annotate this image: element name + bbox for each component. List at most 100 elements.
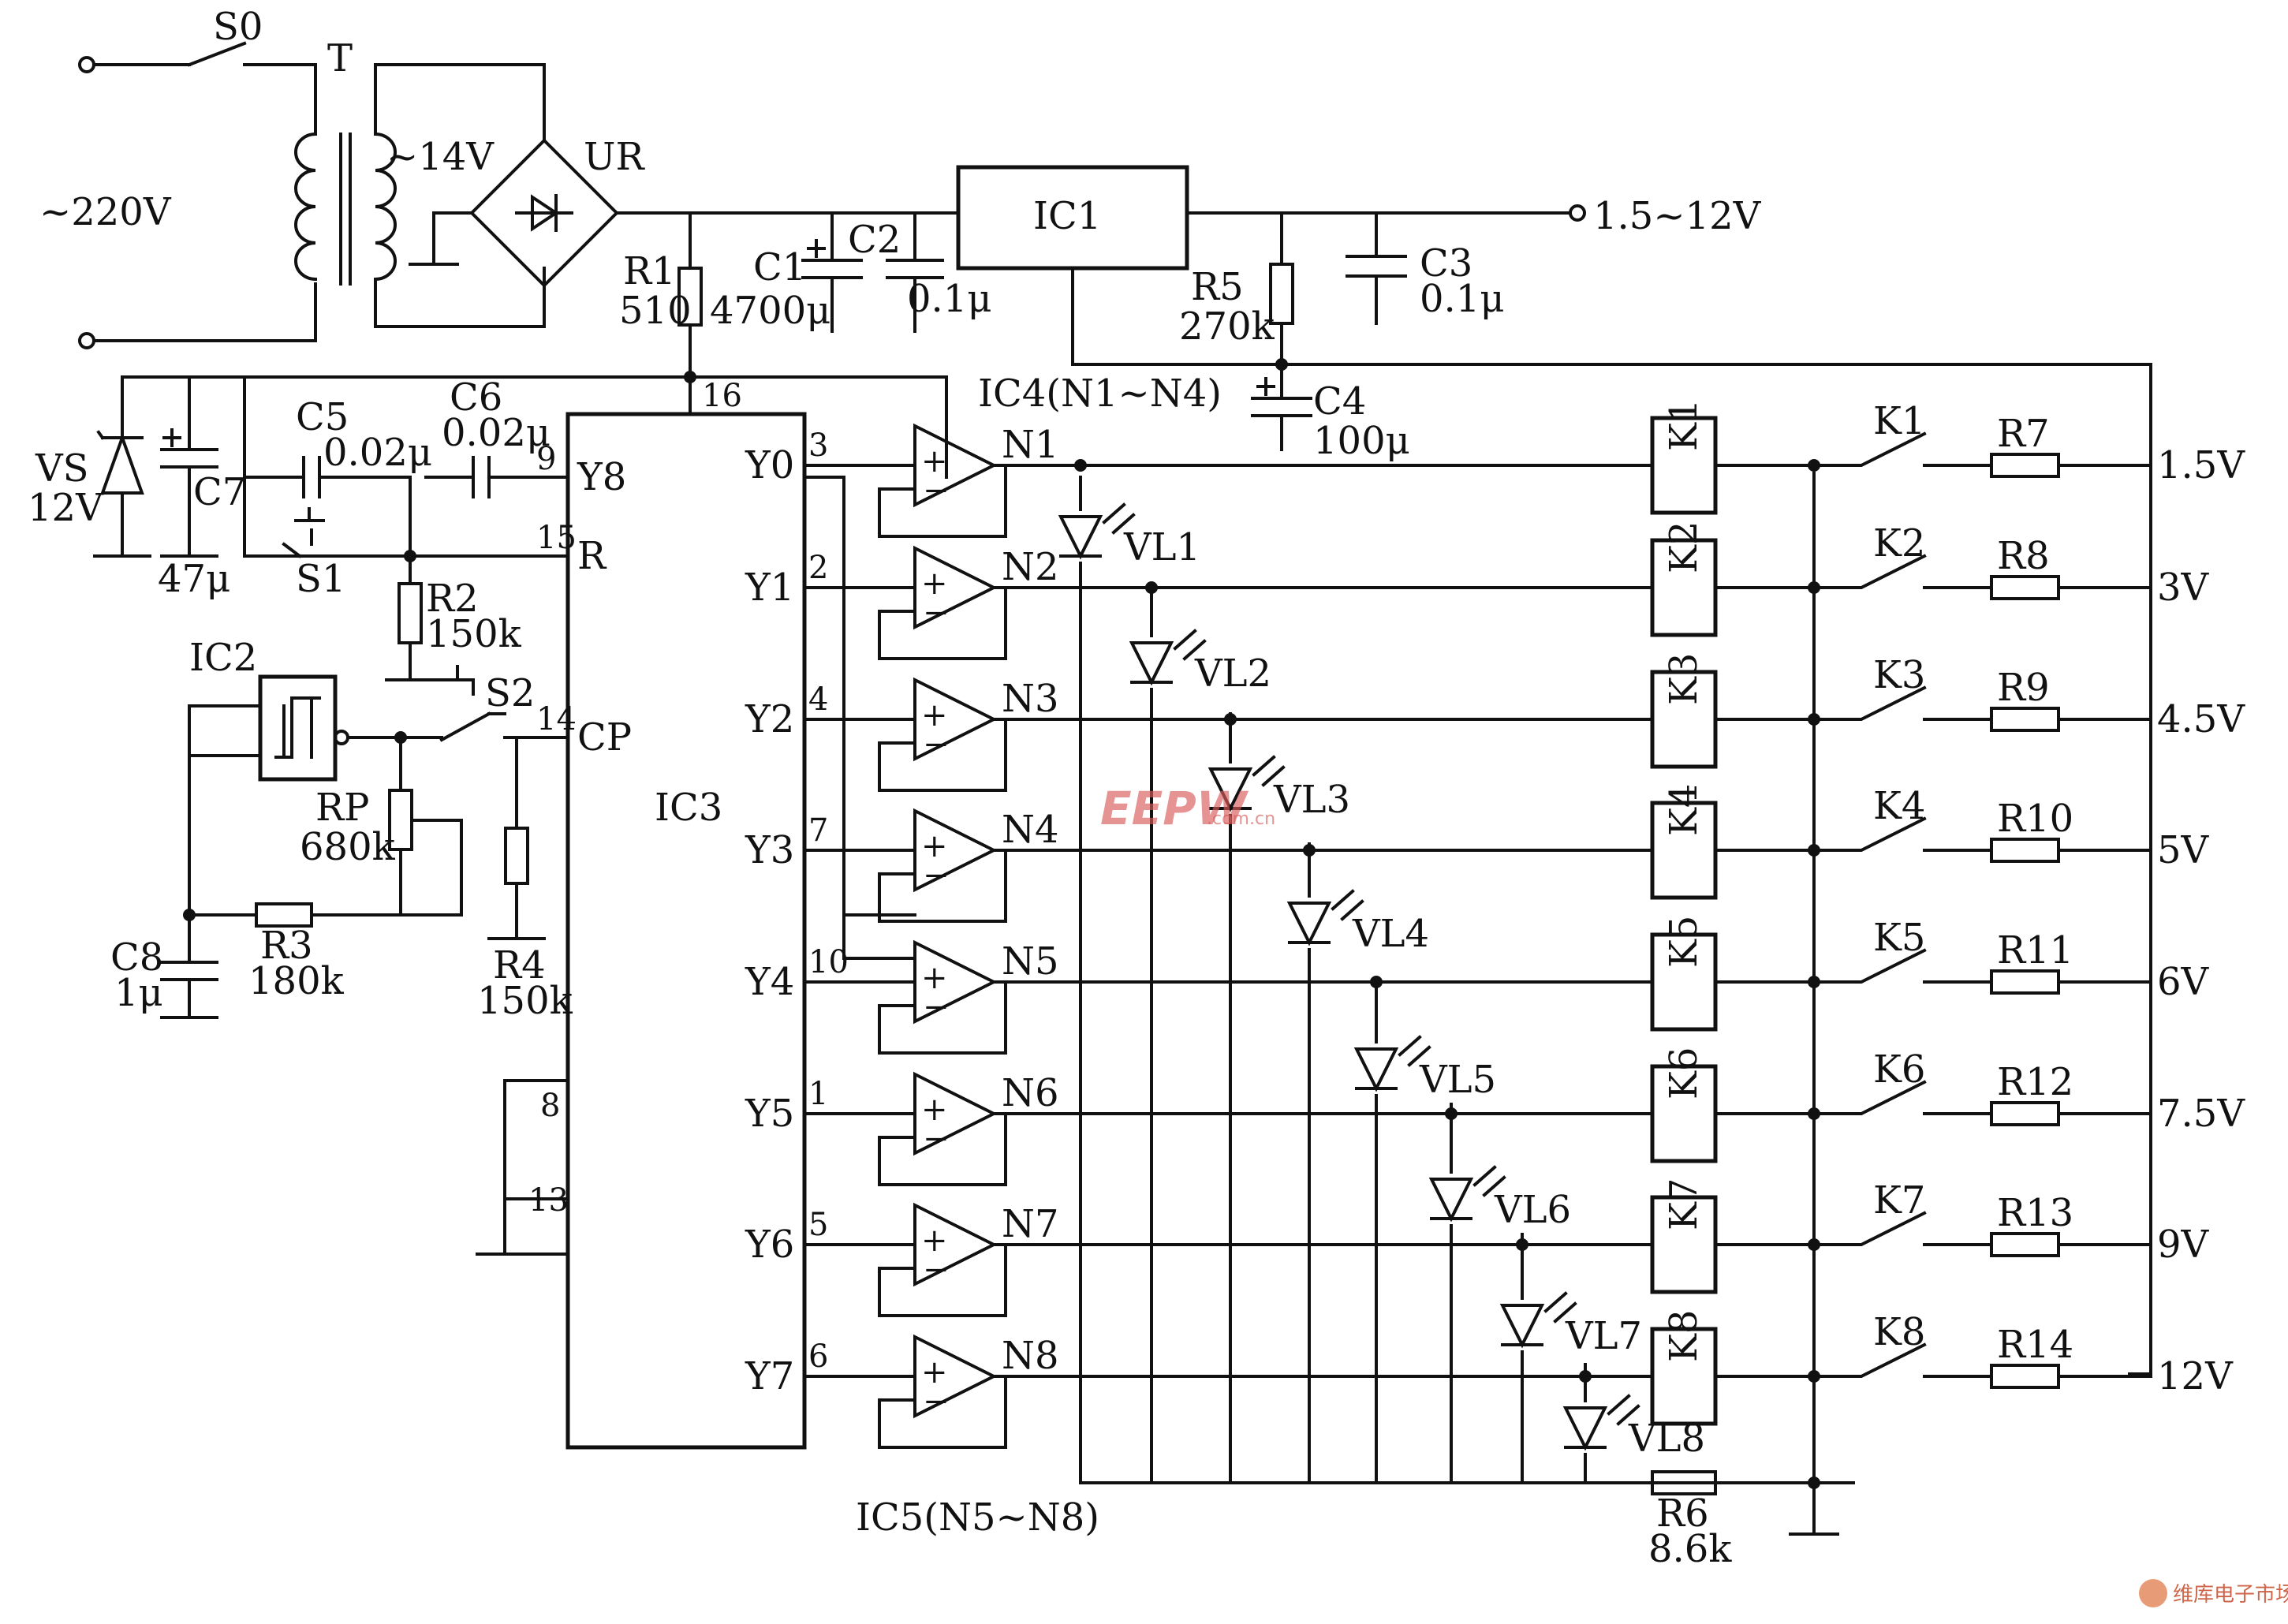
label-r7: R7 xyxy=(1997,412,2050,456)
contact-k8 xyxy=(1812,1342,1993,1378)
label-mains: ~220V xyxy=(39,190,172,234)
contact-k7 xyxy=(1812,1211,1993,1246)
watermark-corner-text: 维库电子市场网 xyxy=(2173,1583,2288,1607)
label-IC3: IC3 xyxy=(655,786,722,830)
opamp-plus-sign: + xyxy=(921,1092,948,1128)
opamp-n4 xyxy=(913,808,998,893)
ic3-output-y4: Y4 xyxy=(745,960,794,1004)
opamp-plus-sign: + xyxy=(921,828,948,864)
watermark-eepw-sub: .com.cn xyxy=(1207,809,1275,829)
ic3-body xyxy=(565,412,807,1450)
resistor-r13 xyxy=(1990,1232,2060,1257)
led-vl3: VL3 xyxy=(1207,755,1350,822)
relay-k6 xyxy=(1650,1064,1718,1163)
ic3-output-y6: Y6 xyxy=(745,1223,794,1267)
capacitor-C7 xyxy=(160,428,218,469)
watermark-eepw-text: EEPW xyxy=(1100,782,1249,835)
led-emission-arrows xyxy=(1252,755,1286,787)
opamp-plus-sign: + xyxy=(921,443,948,480)
opamp-plus-sign: + xyxy=(921,960,948,996)
label-vl8: VL8 xyxy=(1628,1417,1705,1461)
ic3-input-r: R xyxy=(577,534,607,578)
ic3-pin-2: 2 xyxy=(808,550,828,586)
label-C7: C7 xyxy=(193,470,246,514)
resistor-R2 xyxy=(398,582,423,644)
opamp-plus-sign: + xyxy=(921,566,948,602)
opamp-n3 xyxy=(913,677,998,762)
led-vl2: VL2 xyxy=(1129,629,1271,696)
label-vl5: VL5 xyxy=(1419,1058,1496,1102)
label-R3-value: 180k xyxy=(248,959,345,1003)
resistor-r8 xyxy=(1990,575,2060,600)
led-vl7: VL7 xyxy=(1499,1291,1642,1358)
label-voltage-2: 3V xyxy=(2157,566,2210,610)
switch-S1 xyxy=(282,507,325,558)
relay-k3 xyxy=(1650,670,1718,769)
label-R5: R5 xyxy=(1191,265,1244,309)
label-RP: RP xyxy=(315,786,369,830)
led-emission-arrows xyxy=(1607,1394,1640,1426)
led-emission-arrows xyxy=(1543,1291,1577,1323)
label-relay-k2: K2 xyxy=(1662,521,1706,573)
label-RP-value: 680k xyxy=(300,825,396,869)
label-n2: N2 xyxy=(1002,545,1059,589)
opamp-minus-sign: − xyxy=(923,989,950,1025)
watermark-corner: 维库电子市场网 xyxy=(2139,1579,2288,1607)
ic3-pin-6: 6 xyxy=(808,1338,828,1375)
label-r9: R9 xyxy=(1997,666,2050,710)
contact-k5 xyxy=(1812,948,1993,984)
led-emission-arrows xyxy=(1472,1165,1506,1197)
label-voltage-4: 5V xyxy=(2157,828,2210,872)
resistor-r9 xyxy=(1990,707,2060,732)
label-IC5: IC5(N5~N8) xyxy=(856,1495,1099,1540)
label-n3: N3 xyxy=(1002,677,1059,721)
switch-S2 xyxy=(439,665,506,742)
label-VS-value: 12V xyxy=(28,486,104,530)
capacitor-C8 xyxy=(160,913,218,1019)
label-relay-k5: K5 xyxy=(1662,916,1706,968)
label-C6: C6 xyxy=(450,375,502,420)
ic3-output-y7: Y7 xyxy=(745,1354,794,1398)
resistor-R5 xyxy=(1269,263,1294,325)
ic3-pin-9: 9 xyxy=(536,441,556,477)
label-C7-value: 47μ xyxy=(158,557,230,601)
label-S2: S2 xyxy=(485,671,535,715)
label-R2-value: 150k xyxy=(426,612,522,656)
label-contact-k1: K1 xyxy=(1873,399,1925,443)
label-C5-value: 0.02μ xyxy=(323,431,432,475)
contact-k2 xyxy=(1812,554,1993,589)
label-C3-value: 0.1μ xyxy=(1420,277,1505,321)
label-vl6: VL6 xyxy=(1494,1188,1571,1232)
bridge-diode-symbol xyxy=(515,194,573,232)
label-contact-k3: K3 xyxy=(1873,653,1925,697)
label-R6-value: 8.6k xyxy=(1648,1527,1732,1571)
relay-k5 xyxy=(1650,932,1718,1032)
label-contact-k4: K4 xyxy=(1873,784,1925,828)
label-C5: C5 xyxy=(296,395,349,439)
opamp-plus-sign: + xyxy=(921,1354,948,1391)
label-vl7: VL7 xyxy=(1565,1314,1642,1358)
opamp-minus-sign: − xyxy=(923,1383,950,1420)
label-contact-k2: K2 xyxy=(1873,521,1925,566)
resistor-R3 xyxy=(255,902,313,928)
label-C1-value: 4700μ xyxy=(710,289,830,333)
ic3-input-y8: Y8 xyxy=(577,455,626,499)
label-relay-k7: K7 xyxy=(1662,1178,1706,1230)
label-C1: C1 xyxy=(753,245,806,289)
led-vl8: VL8 xyxy=(1562,1394,1705,1461)
watermark-eepw: EEPW .com.cn xyxy=(1100,782,1275,835)
ic3-output-y0: Y0 xyxy=(745,443,794,487)
label-R3: R3 xyxy=(260,924,313,968)
resistor-r12 xyxy=(1990,1101,2060,1126)
opamp-minus-sign: − xyxy=(923,1121,950,1157)
contact-k1 xyxy=(1812,431,1993,467)
mains-terminal-top xyxy=(78,56,95,73)
label-vl4: VL4 xyxy=(1352,912,1429,956)
